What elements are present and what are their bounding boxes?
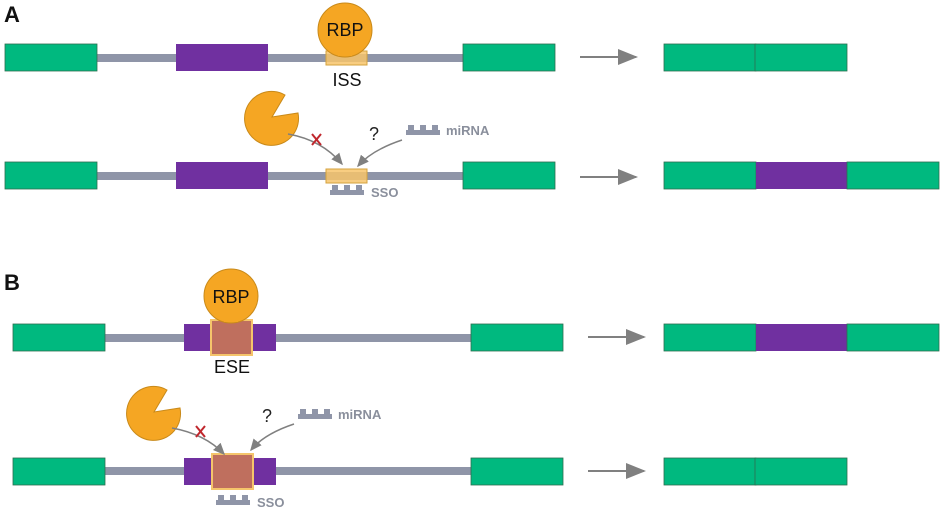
sso-base [218, 495, 224, 500]
rbp-label: RBP [212, 287, 249, 307]
mirna-backbone [298, 414, 332, 419]
alternative-exon [756, 162, 848, 189]
exon-upstream [4, 161, 98, 190]
blocked-rbp-protein [244, 90, 300, 146]
exon-downstream [846, 161, 940, 190]
panel-a-label: A [4, 2, 20, 27]
rbp-neck [224, 318, 238, 322]
question-mark: ? [262, 406, 272, 426]
rbp-binding-arrow [171, 427, 226, 456]
rbp-neck [338, 52, 352, 56]
sso-oligo [216, 495, 250, 505]
exon-upstream [12, 457, 106, 486]
mirna-base [300, 409, 306, 414]
alternative-exon [756, 324, 848, 351]
mirna-arrow [357, 139, 403, 168]
mirna-base [420, 125, 426, 130]
exon-downstream [470, 457, 564, 486]
panel-b-row1-pre-mrna: RBP ESE [12, 268, 564, 377]
block-x-icon [311, 133, 322, 146]
ese-site [211, 453, 254, 490]
ese-label: ESE [214, 357, 250, 377]
sso-label: SSO [371, 185, 398, 200]
sso-base [332, 185, 338, 190]
exon-upstream [663, 457, 757, 486]
mirna-oligo [298, 409, 332, 419]
panel-a-row1-pre-mrna: RBP ISS [4, 2, 556, 90]
rbp-protein [203, 268, 259, 324]
sso-label: SSO [257, 495, 284, 510]
mirna-base [312, 409, 318, 414]
mirna-backbone [406, 130, 440, 135]
blocked-rbp-protein [126, 385, 182, 441]
sso-backbone [330, 190, 364, 195]
exon-upstream [663, 161, 757, 190]
mirna-base [324, 409, 330, 414]
sso-backbone [216, 500, 250, 505]
sso-oligo [330, 185, 364, 195]
mirna-oligo [406, 125, 440, 135]
rbp-binding-arrow [287, 133, 343, 166]
exon-upstream [4, 43, 98, 72]
sso-base [230, 495, 236, 500]
exon-downstream [462, 43, 556, 72]
iss-label: ISS [332, 70, 361, 90]
alternative-exon [176, 44, 268, 71]
sso-base [242, 495, 248, 500]
exon-downstream [846, 323, 940, 352]
panel-a-row2-mrna [663, 161, 940, 190]
intron-line [104, 334, 474, 342]
intron-line [104, 467, 474, 475]
rbp-label: RBP [326, 20, 363, 40]
block-x-icon [195, 425, 206, 438]
sso-base [356, 185, 362, 190]
exon-upstream [663, 43, 757, 72]
exon-downstream [470, 323, 564, 352]
panel-a-row1-mrna [663, 43, 848, 72]
mirna-base [432, 125, 438, 130]
mirna-base [408, 125, 414, 130]
mirna-label: miRNA [338, 407, 382, 422]
exon-upstream [663, 323, 757, 352]
panel-b-row1-mrna [663, 323, 940, 352]
exon-downstream [462, 161, 556, 190]
question-mark: ? [369, 124, 379, 144]
exon-upstream [12, 323, 106, 352]
alternative-exon [176, 162, 268, 189]
mirna-label: miRNA [446, 123, 490, 138]
panel-b-row2-mrna [663, 457, 848, 486]
exon-downstream [754, 43, 848, 72]
iss-site [325, 168, 368, 184]
intron-line [96, 54, 466, 62]
mirna-arrow [250, 423, 295, 452]
panel-a-row2-pre-mrna: SSO miRNA ? [4, 90, 556, 200]
exon-downstream [754, 457, 848, 486]
sso-base [344, 185, 350, 190]
ese-site [210, 319, 253, 356]
panel-b-row2-pre-mrna: SSO miRNA ? [12, 385, 564, 510]
intron-line [96, 172, 466, 180]
panel-b-label: B [4, 270, 20, 295]
rbp-protein [317, 2, 373, 58]
